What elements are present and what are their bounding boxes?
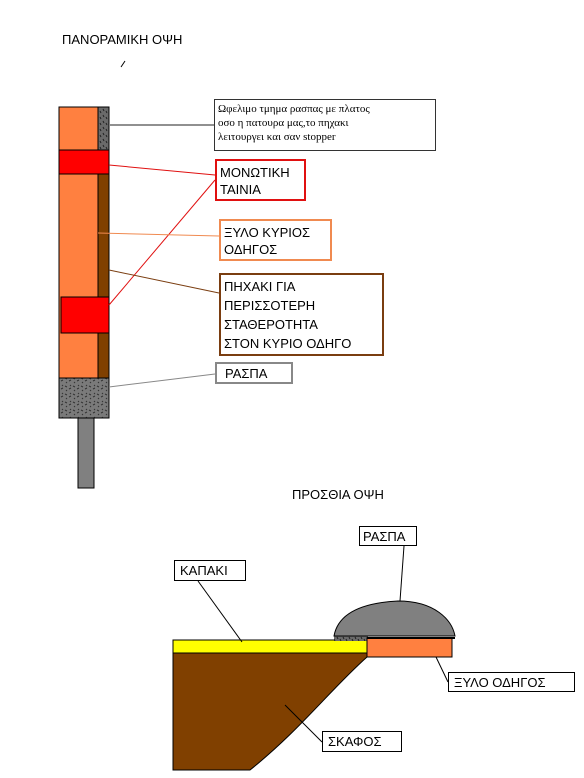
- leader-rasp-front: [399, 545, 405, 602]
- leader-wood: [97, 232, 220, 237]
- tape-line-1: ΜΟΝΩΤΙΚΗ: [220, 165, 290, 180]
- leader-tape-lower: [108, 179, 216, 306]
- leader-hull: [284, 704, 323, 743]
- rasp-block: [58, 377, 110, 419]
- clay-strip: [97, 149, 110, 379]
- hull-label: ΣΚΑΦΟΣ: [322, 731, 402, 752]
- rasp-top-text: ΡΑΣΠΑ: [225, 366, 268, 381]
- rasp-label-front: ΡΑΣΠΑ: [359, 526, 417, 546]
- hull-shape: [172, 652, 368, 771]
- stability-strip-label: ΠΗΧΑΚΙ ΓΙΑ ΠΕΡΙΣΣΟΤΕΡΗ ΣΤΑΘΕΡΟΤΗΤΑ ΣΤΟΝ …: [219, 273, 384, 356]
- leader-tape-upper: [108, 164, 216, 176]
- lid-text: ΚΑΠΑΚΙ: [180, 563, 228, 578]
- clay-line-4: ΣΤΟΝ ΚΥΡΙΟ ΟΔΗΓΟ: [224, 336, 352, 351]
- insulating-tape-label: ΜΟΝΩΤΙΚΗ ΤΑΙΝΙΑ: [215, 159, 306, 201]
- rasp-teeth: [334, 636, 368, 641]
- front-view-title: ΠΡΟΣΘΙΑ ΟΨΗ: [292, 487, 384, 502]
- note-line-1: Ωφελιμο τμημα ρασπας με πλατος: [218, 103, 370, 115]
- leader-clay: [108, 269, 220, 294]
- rasp-front-text: ΡΑΣΠΑ: [363, 529, 406, 544]
- rasp-handle: [77, 417, 95, 489]
- rasp-dome: [333, 600, 456, 637]
- lid-label: ΚΑΠΑΚΙ: [174, 560, 246, 581]
- top-view-title: ΠΑΝΟΡΑΜΙΚΗ ΟΨΗ: [62, 32, 183, 47]
- tape-lower: [60, 296, 110, 334]
- clay-line-2: ΠΕΡΙΣΣΟΤΕΡΗ: [224, 298, 316, 313]
- wood-main-guide-label: ΞΥΛΟ ΚΥΡΙΟΣ ΟΔΗΓΟΣ: [219, 219, 332, 261]
- rasp-note-box: Ωφελιμο τμημα ρασπας με πλατος οσο η πατ…: [214, 99, 436, 151]
- top-view-assembly: [58, 106, 110, 489]
- leader-guide-front: [435, 656, 449, 683]
- leader-lid: [197, 580, 243, 643]
- stray-mark: [120, 60, 126, 68]
- rasp-edge-strip: [97, 106, 110, 151]
- wood-guide-front: [366, 637, 453, 658]
- tape-line-2: ΤΑΙΝΙΑ: [220, 182, 261, 197]
- note-line-2: οσο η πατουρα μας,το πηχακι: [218, 117, 349, 129]
- wood-guide-bar: [58, 106, 99, 379]
- wood-line-1: ΞΥΛΟ ΚΥΡΙΟΣ: [224, 225, 311, 240]
- wood-line-2: ΟΔΗΓΟΣ: [224, 242, 278, 257]
- front-view-assembly: [172, 600, 456, 771]
- guide-front-text: ΞΥΛΟ ΟΔΗΓΟΣ: [454, 675, 546, 690]
- rasp-label-top: ΡΑΣΠΑ: [215, 362, 293, 384]
- tape-upper: [58, 149, 110, 175]
- clay-line-1: ΠΗΧΑΚΙ ΓΙΑ: [224, 279, 296, 294]
- note-line-3: λειτουργει και σαν stopper: [218, 131, 336, 143]
- leader-rasp-top: [108, 373, 216, 388]
- hull-text: ΣΚΑΦΟΣ: [328, 734, 382, 749]
- lid-bar: [172, 639, 368, 654]
- clay-line-3: ΣΤΑΘΕΡΟΤΗΤΑ: [224, 317, 318, 332]
- wood-guide-front-label: ΞΥΛΟ ΟΔΗΓΟΣ: [448, 672, 575, 692]
